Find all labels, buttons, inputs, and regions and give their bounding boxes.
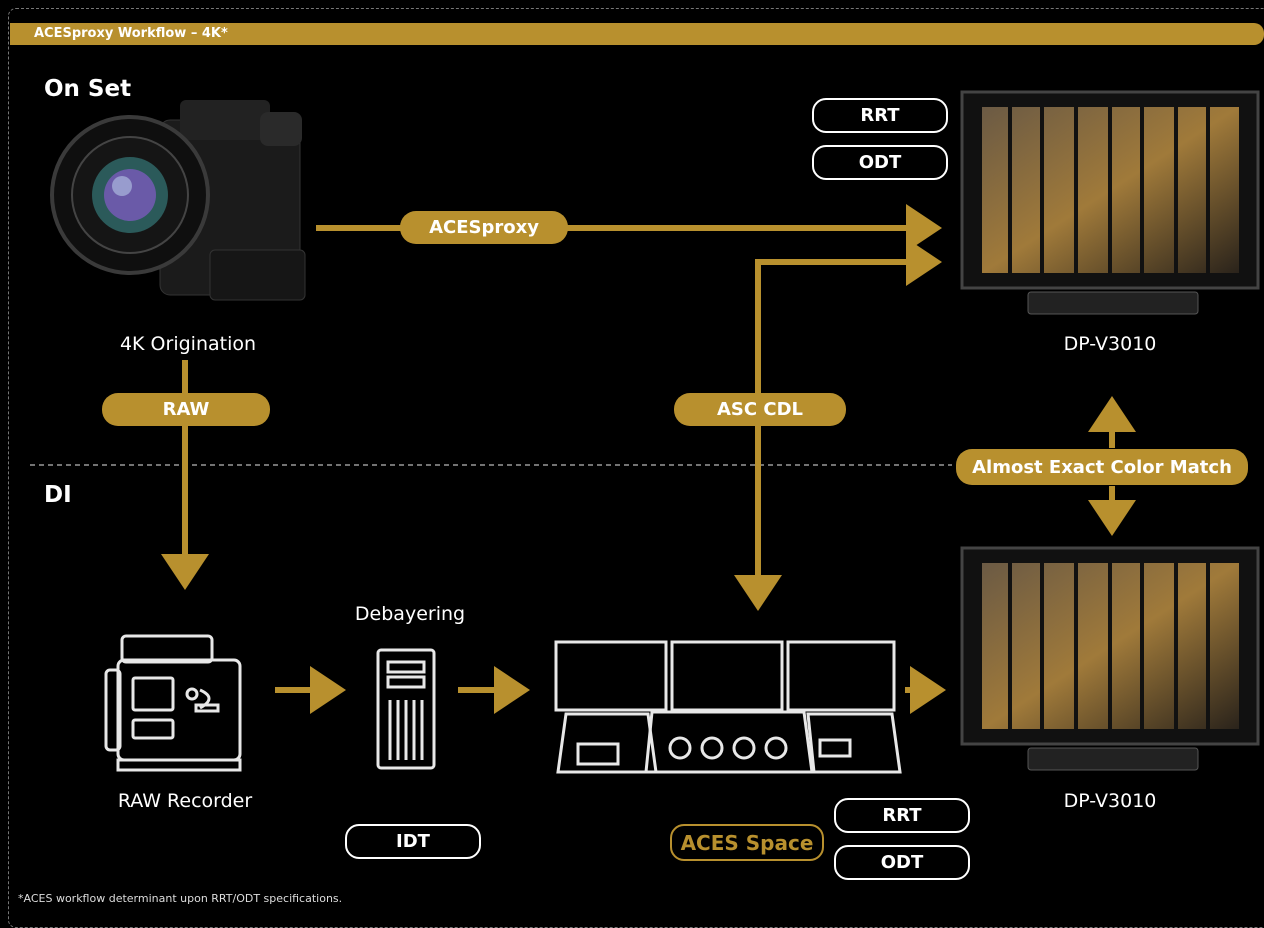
section-label-di: DI bbox=[44, 482, 72, 508]
monitor-bottom-icon bbox=[960, 546, 1260, 771]
caption-monitor-top: DP-V3010 bbox=[1063, 333, 1157, 355]
grading-suite-icon bbox=[554, 640, 902, 774]
label-asc-cdl: ASC CDL bbox=[674, 393, 846, 426]
caption-recorder: RAW Recorder bbox=[117, 790, 253, 812]
caption-monitor-bottom: DP-V3010 bbox=[1063, 790, 1157, 812]
footnote: *ACES workflow determinant upon RRT/ODT … bbox=[18, 892, 343, 905]
label-color-match: Almost Exact Color Match bbox=[956, 449, 1248, 485]
cinema-camera-icon bbox=[50, 100, 306, 301]
label-odt-bottom: ODT bbox=[834, 845, 970, 880]
label-rrt-bottom: RRT bbox=[834, 798, 970, 833]
debayering-server-icon bbox=[376, 648, 436, 770]
label-acesproxy: ACESproxy bbox=[400, 211, 568, 244]
header-banner: ACESproxy Workflow – 4K* bbox=[10, 23, 1264, 45]
label-idt: IDT bbox=[345, 824, 481, 859]
label-aces-space: ACES Space bbox=[670, 824, 824, 861]
section-label-on-set: On Set bbox=[44, 76, 132, 102]
caption-debayering: Debayering bbox=[354, 603, 466, 625]
raw-recorder-icon bbox=[104, 634, 242, 772]
caption-camera: 4K Origination bbox=[119, 333, 257, 355]
label-odt-top: ODT bbox=[812, 145, 948, 180]
header-title: ACESproxy Workflow – 4K* bbox=[34, 26, 228, 41]
label-rrt-top: RRT bbox=[812, 98, 948, 133]
label-raw: RAW bbox=[102, 393, 270, 426]
monitor-top-icon bbox=[960, 90, 1260, 315]
